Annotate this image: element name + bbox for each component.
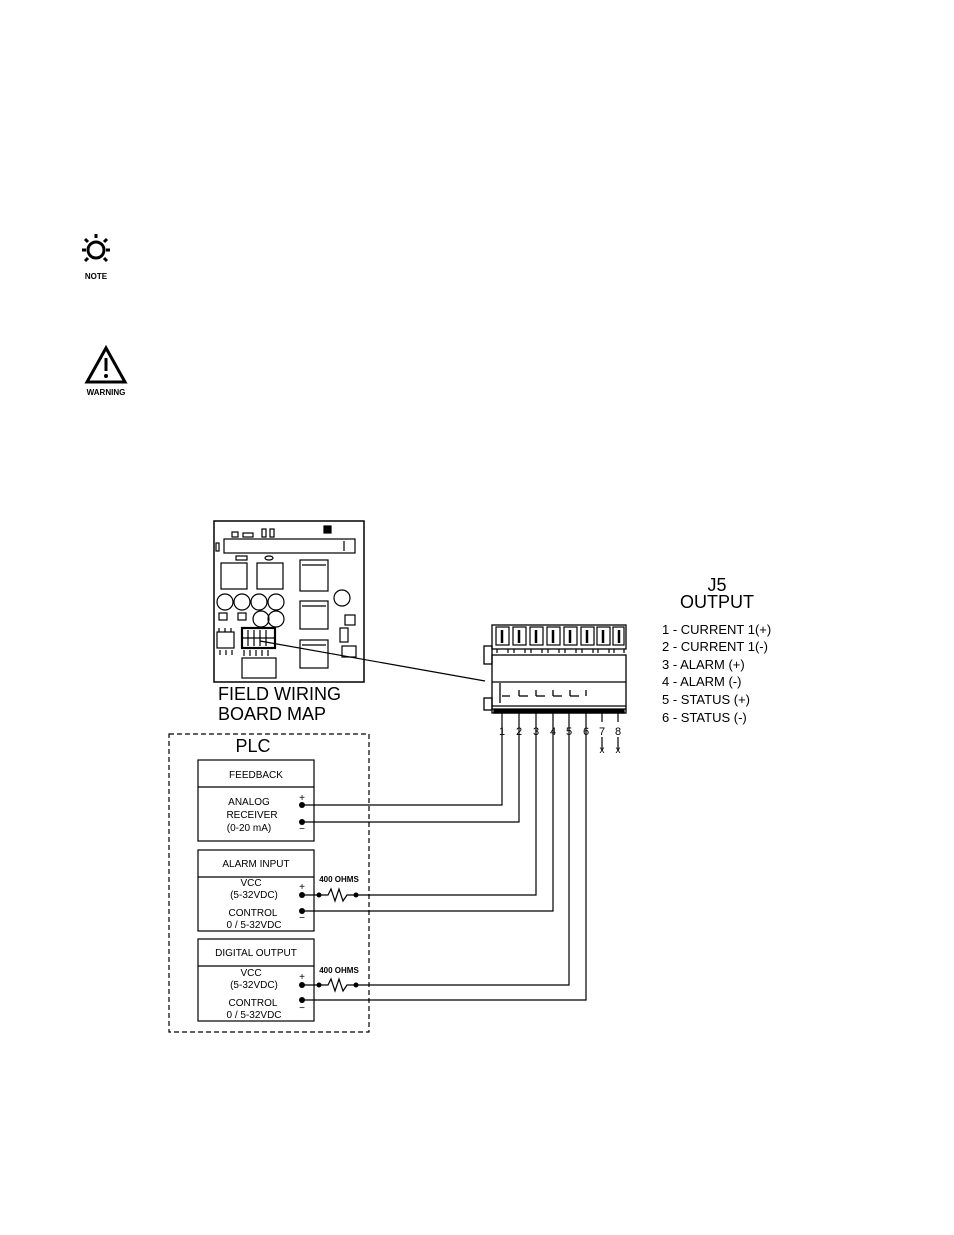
plc-title: PLC: [235, 736, 270, 756]
warning-label: WARNING: [87, 388, 126, 397]
connector-terminals: [495, 626, 625, 653]
alarm-vcc-line2: (5-32VDC): [230, 890, 278, 901]
connector-name: J5: [707, 575, 726, 595]
pin-7-no-connect: x: [600, 745, 605, 756]
minus-sign: −: [299, 1003, 305, 1014]
legend-item: 1 - CURRENT 1(+): [662, 622, 771, 637]
wire-pin-6: [302, 722, 587, 1001]
digital-output-header: DIGITAL OUTPUT: [215, 948, 297, 959]
digital-control-line1: CONTROL: [229, 998, 278, 1009]
legend-item: 3 - ALARM (+): [662, 657, 745, 672]
digital-vcc-line1: VCC: [240, 968, 261, 979]
alarm-control-line2: 0 / 5-32VDC: [226, 920, 281, 931]
legend-item: 5 - STATUS (+): [662, 692, 750, 707]
alarm-vcc-line1: VCC: [240, 878, 261, 889]
alarm-input-header: ALARM INPUT: [222, 859, 289, 870]
board-map-title-line1: FIELD WIRING: [218, 684, 341, 704]
minus-sign: −: [299, 824, 305, 835]
terminal-dots: [299, 802, 359, 1003]
legend-item: 4 - ALARM (-): [662, 674, 741, 689]
connector-subtitle: OUTPUT: [680, 592, 754, 612]
board-map: [213, 520, 486, 683]
alarm-input-box: [197, 849, 315, 932]
wire-pin-3-run: [356, 722, 537, 896]
wire-pin-1: [302, 722, 503, 806]
alarm-control-line1: CONTROL: [229, 908, 278, 919]
digital-output-box: [197, 938, 315, 1022]
feedback-line3: (0-20 mA): [227, 823, 271, 834]
digital-resistor-label: 400 OHMS: [319, 966, 359, 975]
wires: [302, 722, 587, 1001]
plus-sign: +: [299, 882, 305, 893]
feedback-line2: RECEIVER: [226, 810, 277, 821]
pin-8-no-connect: x: [616, 745, 621, 756]
plc-enclosure: [168, 733, 370, 1033]
pin-stubs: [501, 713, 619, 751]
connector-j5: [483, 624, 627, 714]
minus-sign: −: [299, 913, 305, 924]
feedback-box: [197, 759, 315, 842]
legend-item: 6 - STATUS (-): [662, 710, 747, 725]
wire-pin-5-resistor: [319, 977, 356, 993]
wire-pin-2: [302, 722, 520, 823]
digital-control-line2: 0 / 5-32VDC: [226, 1010, 281, 1021]
warning-icon: [84, 344, 128, 384]
digital-vcc-line2: (5-32VDC): [230, 980, 278, 991]
plus-sign: +: [299, 793, 305, 804]
board-map-title-line2: BOARD MAP: [218, 704, 326, 724]
legend-item: 2 - CURRENT 1(-): [662, 639, 768, 654]
wire-pin-3-resistor: [319, 887, 356, 903]
pin-7-label: 7: [599, 726, 605, 738]
alarm-resistor-label: 400 OHMS: [319, 875, 359, 884]
wire-pin-4: [302, 722, 554, 912]
note-label: NOTE: [85, 272, 108, 281]
pin-8-label: 8: [615, 726, 621, 738]
feedback-line1: ANALOG: [228, 797, 270, 808]
wire-pin-5-run: [356, 722, 570, 986]
feedback-header: FEEDBACK: [229, 770, 283, 781]
note-icon: [82, 234, 110, 263]
plus-sign: +: [299, 972, 305, 983]
